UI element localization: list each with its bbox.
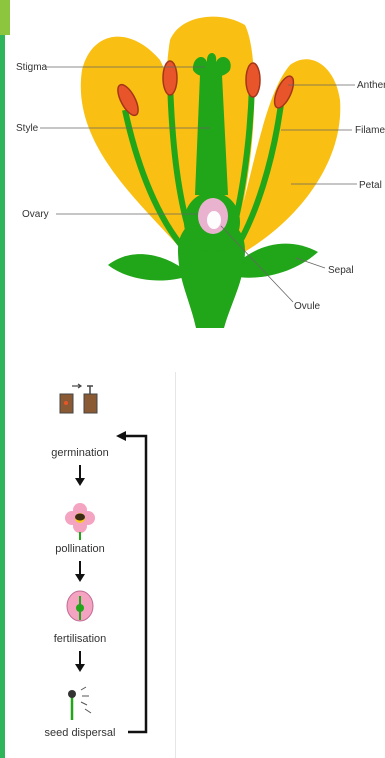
anther-far-right [273,75,295,109]
label-filament: Filame [355,125,385,136]
anther-far-left [117,83,139,117]
label-stigma: Stigma [16,62,48,73]
left-accent-bar [0,0,5,758]
label-ovule: Ovule [294,301,321,312]
label-anther: Anther [357,80,385,91]
top-left-accent-tab [0,0,10,35]
fertilisation-icon [66,590,94,622]
leader-ovule [220,225,294,303]
pistil-stigma [192,53,231,78]
label-petal: Petal [359,180,382,191]
seed-dispersal-icon [68,686,92,720]
stage-label-fertilisation: fertilisation [54,633,107,645]
pollination-icon [65,503,95,540]
stage-label-germination: germination [51,447,108,459]
down-arrow-icon [75,651,85,672]
cycle-return-arrow [116,431,148,734]
anther-right [245,62,261,98]
leader-sepal [295,257,326,269]
ovule [207,211,221,229]
sepal-left [108,254,188,281]
down-arrow-icon [75,561,85,582]
pistil-style [195,75,228,195]
anther-left [162,60,178,96]
flower-structure-diagram: Stigma Style Ovary Anther Filame Petal S… [16,16,385,328]
label-ovary: Ovary [22,209,49,220]
plant-life-cycle: germination pollination fertilisation [45,383,148,739]
stage-label-pollination: pollination [55,543,105,555]
stage-label-seed-dispersal: seed dispersal [45,727,116,739]
down-arrow-icon [75,465,85,486]
column-divider [175,372,176,758]
sepal-right [232,243,318,278]
label-style: Style [16,123,39,134]
label-sepal: Sepal [328,265,354,276]
germination-icon [59,383,98,414]
